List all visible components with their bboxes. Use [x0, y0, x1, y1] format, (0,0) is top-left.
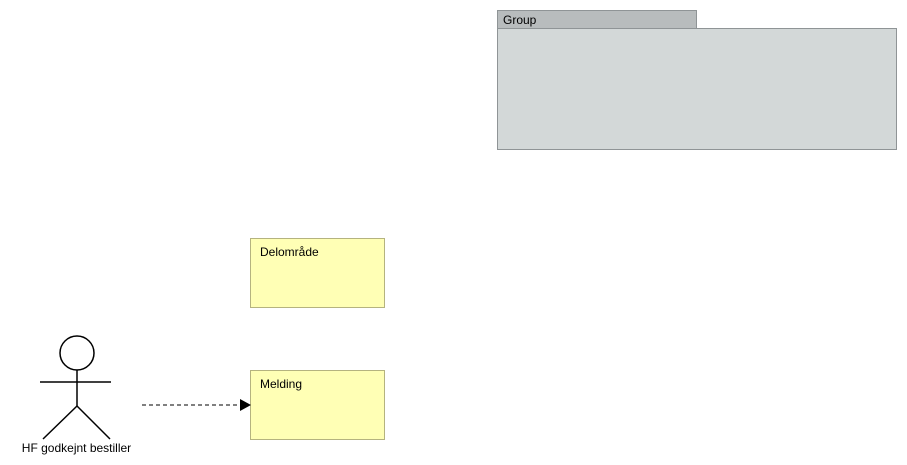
actor-right-leg: [76, 405, 111, 440]
element-delomrade[interactable]: Delområde: [250, 238, 385, 308]
actor-figure[interactable]: [40, 335, 111, 440]
dependency-connector[interactable]: [142, 399, 251, 411]
actor-label: HF godkejnt bestiller: [21, 441, 132, 455]
group-tab[interactable]: Group: [497, 10, 697, 28]
actor-left-leg: [42, 405, 78, 440]
actor-head: [59, 335, 95, 371]
group-label: Group: [503, 13, 537, 27]
group-container[interactable]: [497, 28, 897, 150]
connector-arrowhead: [240, 399, 251, 411]
element-melding[interactable]: Melding: [250, 370, 385, 440]
element-delomrade-label: Delområde: [260, 245, 319, 259]
element-melding-label: Melding: [260, 377, 303, 391]
